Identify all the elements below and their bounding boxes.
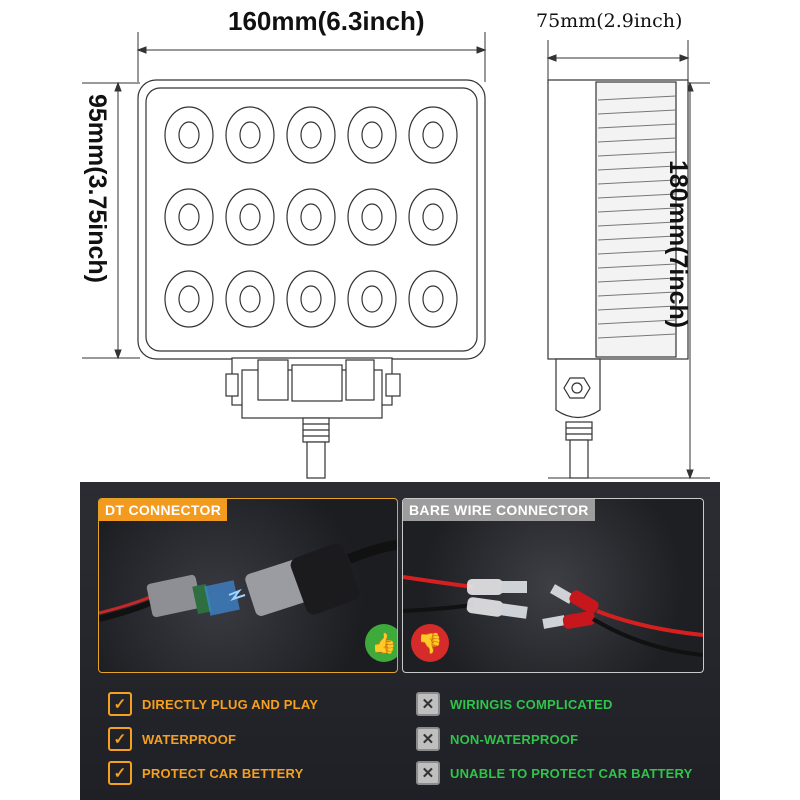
bare-wire-illustration <box>403 575 703 657</box>
led-lens <box>347 106 397 164</box>
checkmark-icon: ✓ <box>108 692 132 716</box>
bare-wire-panel: BARE WIRE CONNECTOR 👎 <box>402 498 704 673</box>
checkmark-icon: ✓ <box>108 761 132 785</box>
led-lens <box>347 270 397 328</box>
side-view <box>547 79 689 479</box>
dt-connector-title: DT CONNECTOR <box>99 499 228 521</box>
con-item: ✕ NON-WATERPROOF <box>416 727 578 751</box>
thumbs-up-icon: 👍 <box>365 624 397 662</box>
bare-wire-title: BARE WIRE CONNECTOR <box>403 499 595 521</box>
con-item-label: WIRINGIS COMPLICATED <box>450 696 613 712</box>
pro-item-label: WATERPROOF <box>142 731 237 747</box>
pro-item: ✓ DIRECTLY PLUG AND PLAY <box>108 692 318 716</box>
led-lens <box>408 270 458 328</box>
pro-item-label: PROTECT CAR BETTERY <box>142 765 304 781</box>
connector-comparison: DT CONNECTOR 👍 BARE WIRE CONNECTOR 👎 ✓ D… <box>80 482 720 800</box>
dimension-drawing: 160mm(6.3inch) 75mm(2.9inch) 95mm(3.75in… <box>82 6 710 480</box>
con-item-label: NON-WATERPROOF <box>450 731 579 747</box>
width-arrow-right <box>476 46 487 54</box>
checkmark-icon: ✓ <box>108 727 132 751</box>
width-arrow-left <box>136 46 147 54</box>
led-lens <box>225 106 275 164</box>
led-lens <box>347 188 397 246</box>
led-lens <box>164 270 214 328</box>
led-lens <box>225 270 275 328</box>
con-item: ✕ UNABLE TO PROTECT CAR BATTERY <box>416 761 692 785</box>
thumbs-down-icon: 👎 <box>411 624 449 662</box>
x-mark-icon: ✕ <box>416 692 440 716</box>
total-height-label: 180mm(7inch) <box>664 160 692 329</box>
light-technical-drawing <box>82 32 710 480</box>
led-lens <box>164 106 214 164</box>
height-label: 95mm(3.75inch) <box>83 94 111 283</box>
led-lens <box>408 106 458 164</box>
dt-connector-illustration <box>99 540 397 622</box>
led-lens <box>408 188 458 246</box>
pro-item: ✓ WATERPROOF <box>108 727 236 751</box>
led-lens <box>286 106 336 164</box>
led-lens <box>225 188 275 246</box>
pro-item: ✓ PROTECT CAR BETTERY <box>108 761 304 785</box>
dt-connector-panel: DT CONNECTOR 👍 <box>98 498 398 673</box>
led-lens <box>286 188 336 246</box>
con-item: ✕ WIRINGIS COMPLICATED <box>416 692 613 716</box>
led-lens <box>164 188 214 246</box>
led-lens-grid <box>164 106 458 328</box>
x-mark-icon: ✕ <box>416 727 440 751</box>
depth-label: 75mm(2.9inch) <box>536 10 683 32</box>
pro-item-label: DIRECTLY PLUG AND PLAY <box>142 696 319 712</box>
con-item-label: UNABLE TO PROTECT CAR BATTERY <box>450 765 693 781</box>
x-mark-icon: ✕ <box>416 761 440 785</box>
width-label: 160mm(6.3inch) <box>228 6 425 36</box>
led-lens <box>286 270 336 328</box>
